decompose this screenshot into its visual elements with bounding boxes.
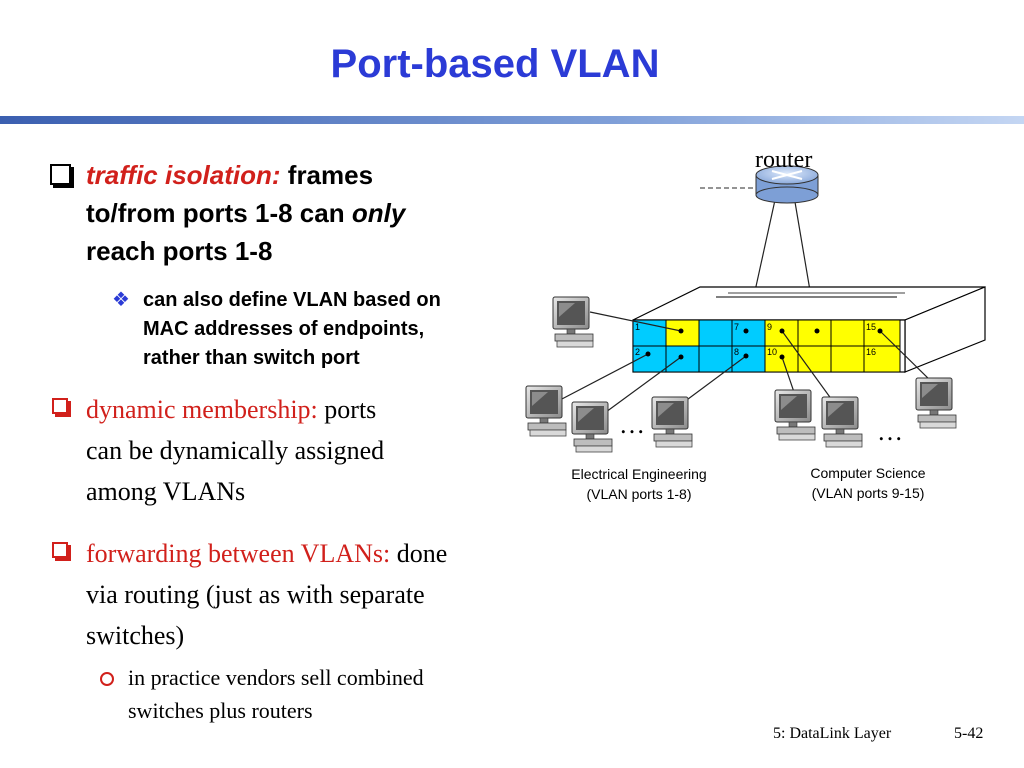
ee-label-line1: Electrical Engineering xyxy=(571,466,706,482)
port-14 xyxy=(830,345,865,373)
bullet2-line3: among VLANs xyxy=(86,477,246,506)
checkbox-bullet-icon xyxy=(50,164,71,185)
forwarding-between-vlans-label: forwarding between VLANs: xyxy=(86,539,391,568)
port-label-10: 10 xyxy=(767,347,777,357)
computer-icon xyxy=(821,396,863,448)
port-label-9: 9 xyxy=(767,322,772,332)
cs-ellipsis: … xyxy=(877,417,903,446)
port-label-8: 8 xyxy=(734,347,739,357)
computer-icon xyxy=(552,296,594,348)
bullet3-sub-line1: in practice vendors sell combined xyxy=(128,665,424,690)
computer-icon xyxy=(571,401,613,453)
dynamic-membership-label: dynamic membership: xyxy=(86,395,318,424)
bullet3-line2: via routing (just as with separate xyxy=(86,580,425,609)
bullet3-line3: switches) xyxy=(86,621,185,650)
port-connection-dots xyxy=(645,328,883,360)
computer-icon xyxy=(915,377,957,429)
computer-icon xyxy=(525,385,567,437)
footer-chapter: 5: DataLink Layer xyxy=(773,725,892,742)
traffic-isolation-label: traffic isolation: xyxy=(86,160,281,190)
bullet1-line1: frames xyxy=(287,160,374,190)
ee-cables xyxy=(559,311,747,413)
bullet1-line3: reach ports 1-8 xyxy=(86,236,273,266)
computer-icon xyxy=(774,389,816,441)
port-label-15: 15 xyxy=(866,322,876,332)
bullet1-line2a: to/from ports 1-8 can xyxy=(86,198,352,228)
bullet1-line2b: only xyxy=(351,198,406,228)
bullet2-line1: ports xyxy=(324,395,377,424)
square-bullet-icon xyxy=(52,542,68,558)
ee-label-line2: (VLAN ports 1-8) xyxy=(586,486,691,502)
port-11 xyxy=(797,319,832,347)
circle-bullet-icon xyxy=(100,672,114,686)
port-label-7: 7 xyxy=(734,322,739,332)
port-label-2: 2 xyxy=(635,347,640,357)
port-label-1: 1 xyxy=(635,322,640,332)
port-5 xyxy=(698,319,733,347)
port-8 xyxy=(731,345,766,373)
square-bullet-icon xyxy=(52,398,68,414)
port-13 xyxy=(830,319,865,347)
bullet3-sub-line2: switches plus routers xyxy=(128,698,313,723)
port-12 xyxy=(797,345,832,373)
bullet2-line2: can be dynamically assigned xyxy=(86,436,385,465)
computer-icon xyxy=(651,396,693,448)
cs-cables xyxy=(781,330,936,401)
bullet1-sub-line1: can also define VLAN based on xyxy=(143,289,441,311)
cs-label-line1: Computer Science xyxy=(810,465,925,481)
port-6 xyxy=(698,345,733,373)
title-divider xyxy=(0,116,1024,124)
slide-title: Port-based VLAN xyxy=(330,42,660,86)
diamond-bullet-icon: ❖ xyxy=(112,287,130,311)
footer-page-number: 5-42 xyxy=(954,725,984,742)
ee-ellipsis: … xyxy=(619,410,645,439)
port-label-16: 16 xyxy=(866,347,876,357)
bullet1-sub-line3: rather than switch port xyxy=(143,347,360,369)
cs-label-line2: (VLAN ports 9-15) xyxy=(812,485,925,501)
bullet1-sub-line2: MAC addresses of endpoints, xyxy=(143,318,425,340)
router-label: router xyxy=(755,147,812,173)
router-icon xyxy=(755,165,819,204)
bullet3-line1: done xyxy=(396,539,448,568)
port-16 xyxy=(863,345,901,373)
